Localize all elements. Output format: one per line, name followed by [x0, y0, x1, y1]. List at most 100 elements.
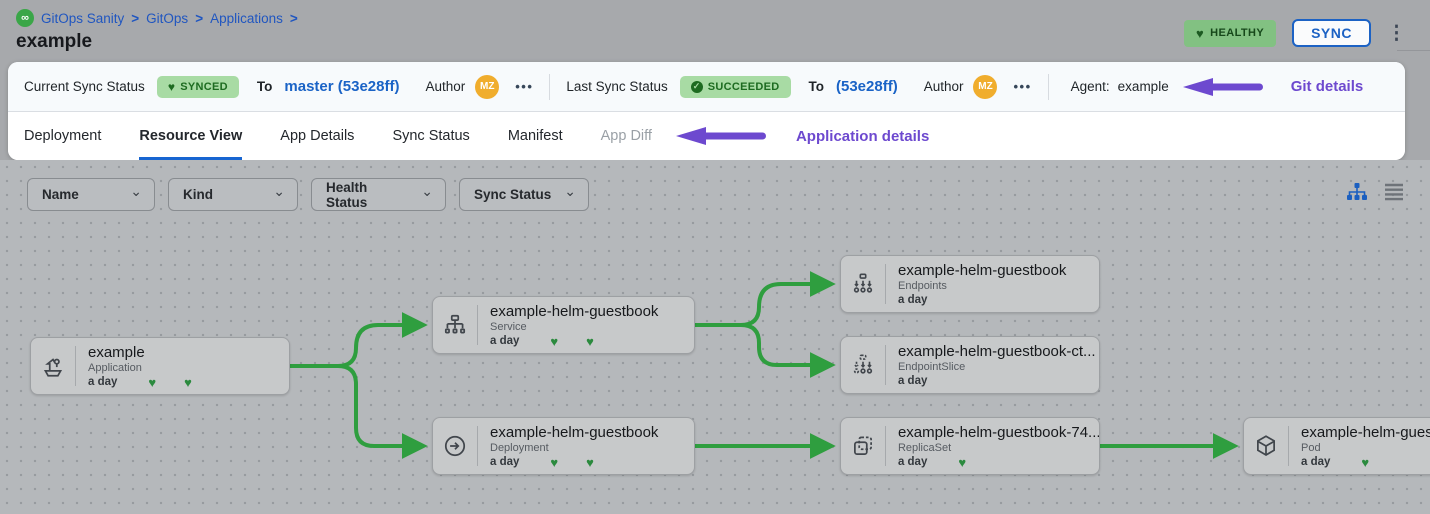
- tab-resource-view[interactable]: Resource View: [139, 112, 243, 160]
- filter-sync-status-dropdown[interactable]: Sync Status ⌄: [459, 178, 589, 211]
- node-age: a day: [897, 456, 928, 468]
- endpointslice-icon: [841, 352, 885, 378]
- heart-icon: ♥: [550, 333, 559, 349]
- heart-icon: ♥: [586, 333, 594, 349]
- filter-name-label: Name: [42, 187, 79, 202]
- divider: [477, 305, 478, 345]
- node-kind: ReplicaSet: [897, 441, 952, 454]
- current-sync-status-label: Current Sync Status: [24, 79, 145, 94]
- divider: [1047, 73, 1049, 100]
- node-age: a day: [88, 376, 118, 388]
- service-icon: [433, 312, 477, 338]
- sync-status-bar: Current Sync Status ♥ SYNCED To master (…: [8, 62, 1405, 112]
- current-to-label: To: [256, 79, 273, 94]
- heart-icon: ♥: [958, 454, 967, 470]
- last-revision-link[interactable]: (53e28ff): [836, 78, 898, 95]
- heart-icon: ♥: [586, 454, 594, 470]
- last-more-button[interactable]: •••: [1013, 79, 1032, 94]
- synced-badge: ♥ SYNCED: [156, 75, 239, 98]
- node-title: example-helm-guestbook-74...: [897, 423, 1099, 441]
- heart-icon: ♥: [1361, 454, 1370, 470]
- view-toggles: [1346, 182, 1404, 202]
- filter-name-dropdown[interactable]: Name ⌄: [27, 178, 155, 211]
- gitops-logo-icon: ∞: [16, 9, 34, 27]
- endpoints-icon: [841, 271, 885, 297]
- current-author-avatar[interactable]: MZ: [475, 74, 500, 99]
- breadcrumb: ∞ GitOps Sanity > GitOps > Applications …: [16, 9, 298, 27]
- node-pod-example-helm-guest[interactable]: example-helm-guest Pod a day ♥: [1243, 417, 1430, 475]
- node-title: example: [88, 343, 145, 361]
- node-title: example-helm-guestbook-ct...: [897, 343, 1096, 360]
- divider: [549, 73, 551, 100]
- filter-health-status-dropdown[interactable]: Health Status ⌄: [311, 178, 446, 211]
- tab-app-diff[interactable]: App Diff: [600, 128, 652, 144]
- node-kind: Service: [490, 320, 527, 333]
- divider: [477, 426, 478, 466]
- breadcrumb-link-applications[interactable]: Applications: [210, 10, 283, 26]
- breadcrumb-link-gitops-sanity[interactable]: GitOps Sanity: [41, 10, 125, 26]
- node-replicaset-example-helm-guestbook-74[interactable]: example-helm-guestbook-74... ReplicaSet …: [840, 417, 1100, 475]
- divider: [75, 346, 76, 386]
- edge-service-to-endpointslice: [695, 323, 836, 378]
- breadcrumb-separator: >: [131, 10, 140, 26]
- replicaset-icon: [841, 433, 885, 459]
- tab-deployment[interactable]: Deployment: [24, 128, 102, 144]
- node-kind: EndpointSlice: [897, 361, 966, 373]
- annotation-arrow-left-icon: [675, 127, 766, 145]
- synced-badge-label: SYNCED: [180, 80, 228, 93]
- last-to-label: To: [808, 79, 825, 94]
- node-kind: Deployment: [490, 441, 549, 454]
- kebab-menu-icon[interactable]: ⋮: [1387, 22, 1406, 44]
- succeeded-badge-label: SUCCEEDED: [707, 80, 780, 93]
- filter-kind-label: Kind: [183, 187, 213, 202]
- chevron-down-icon: ⌄: [273, 183, 285, 199]
- node-age: a day: [490, 456, 520, 468]
- git-details-annotation: Git details: [1290, 78, 1364, 95]
- node-endpoints-example-helm-guestbook[interactable]: example-helm-guestbook Endpoints a day: [840, 255, 1100, 313]
- application-icon: [31, 353, 75, 379]
- divider: [885, 426, 886, 466]
- pod-icon: [1244, 433, 1288, 459]
- tab-manifest[interactable]: Manifest: [507, 128, 563, 144]
- tab-app-details[interactable]: App Details: [280, 128, 355, 144]
- chevron-down-icon: ⌄: [130, 183, 142, 199]
- breadcrumb-link-gitops[interactable]: GitOps: [146, 10, 189, 26]
- node-kind: Application: [88, 361, 142, 374]
- divider: [885, 345, 886, 385]
- breadcrumb-separator: >: [195, 10, 204, 26]
- edge-app-to-service: [290, 312, 428, 368]
- page-title: example: [16, 31, 93, 52]
- resource-tree-canvas[interactable]: Name ⌄ Kind ⌄ Health Status ⌄ Sync Statu…: [0, 160, 1430, 514]
- node-application-example[interactable]: example Application a day ♥ ♥: [30, 337, 290, 395]
- last-sync-status-label: Last Sync Status: [566, 79, 668, 94]
- tree-view-icon[interactable]: [1346, 182, 1368, 202]
- sync-button[interactable]: SYNC: [1292, 19, 1371, 47]
- node-service-example-helm-guestbook[interactable]: example-helm-guestbook Service a day ♥ ♥: [432, 296, 695, 354]
- filter-kind-dropdown[interactable]: Kind ⌄: [168, 178, 298, 211]
- list-view-icon[interactable]: [1384, 183, 1404, 201]
- health-status-badge: ♥ HEALTHY: [1184, 19, 1277, 47]
- last-author-label: Author: [923, 79, 964, 94]
- filter-sync-status-label: Sync Status: [474, 187, 552, 202]
- node-title: example-helm-guestbook: [898, 262, 1067, 279]
- node-age: a day: [898, 294, 928, 306]
- chevron-down-icon: ⌄: [421, 183, 433, 199]
- node-endpointslice-example-helm-guestbook-ct[interactable]: example-helm-guestbook-ct... EndpointSli…: [840, 336, 1100, 394]
- tab-bar: Deployment Resource View App Details Syn…: [8, 112, 1405, 160]
- filter-health-status-label: Health Status: [326, 179, 368, 210]
- node-deployment-example-helm-guestbook[interactable]: example-helm-guestbook Deployment a day …: [432, 417, 695, 475]
- tab-sync-status[interactable]: Sync Status: [392, 128, 470, 144]
- agent-label: Agent:: [1070, 79, 1110, 94]
- heart-icon: ♥: [148, 374, 157, 390]
- health-badge-label: HEALTHY: [1210, 27, 1265, 39]
- app-header-card: Current Sync Status ♥ SYNCED To master (…: [8, 62, 1405, 160]
- last-author-avatar[interactable]: MZ: [973, 74, 998, 99]
- node-title: example-helm-guestbook: [490, 302, 659, 320]
- heart-icon: ♥: [167, 79, 176, 94]
- current-more-button[interactable]: •••: [515, 79, 534, 94]
- node-kind: Endpoints: [898, 280, 947, 292]
- current-revision-link[interactable]: master (53e28ff): [284, 78, 400, 95]
- divider: [885, 264, 886, 304]
- breadcrumb-separator: >: [289, 10, 298, 26]
- edge-service-to-endpoints: [695, 271, 836, 327]
